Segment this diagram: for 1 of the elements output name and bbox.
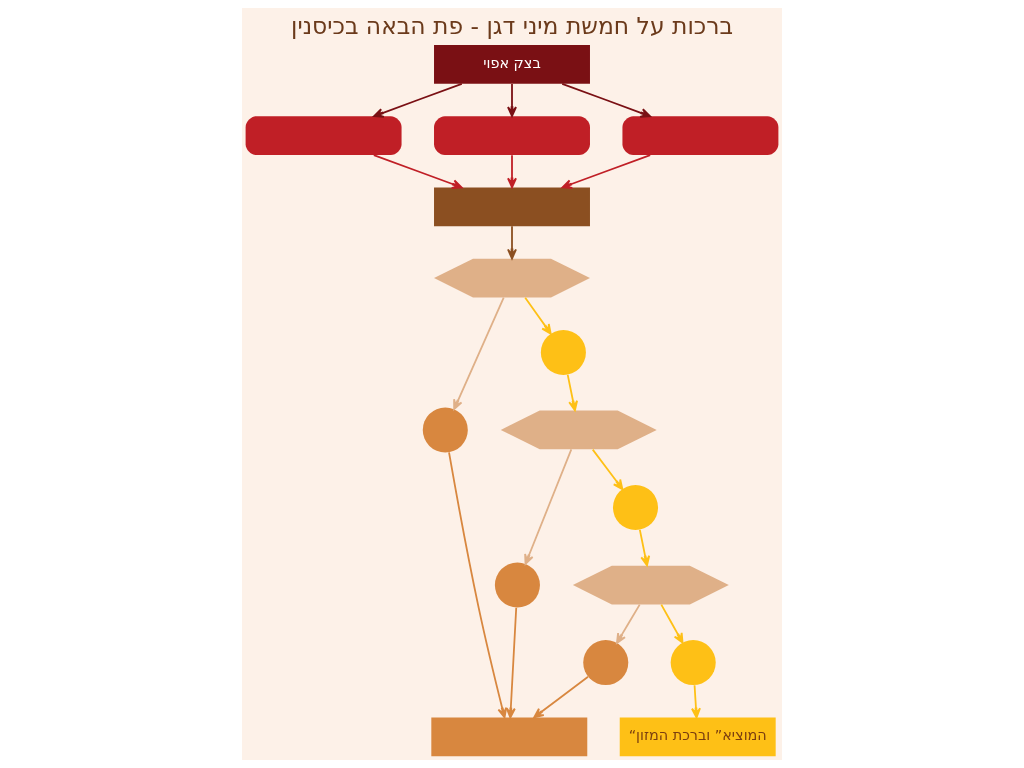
diagram-title: ברכות על חמשת מיני דגן - פת הבאה בכיסנין bbox=[291, 12, 733, 41]
